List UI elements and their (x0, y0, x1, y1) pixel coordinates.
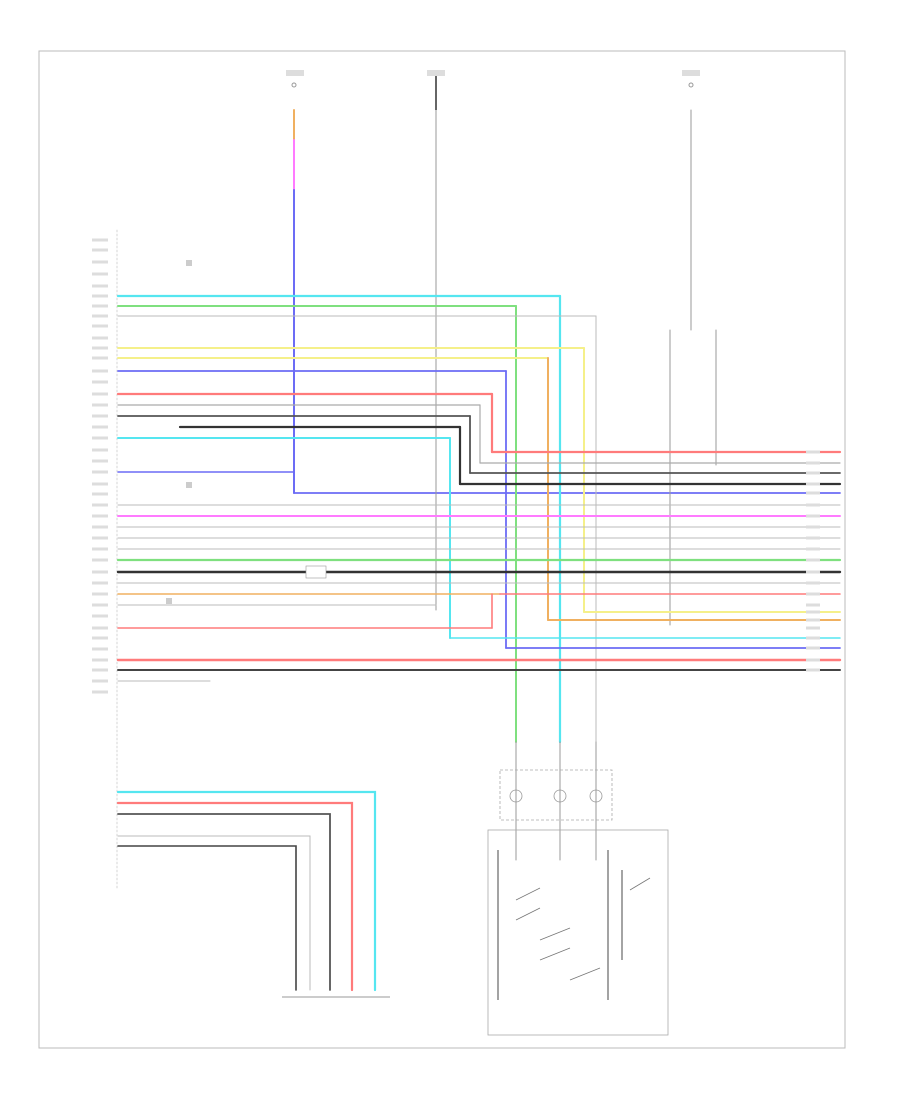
pin-stub (92, 592, 108, 596)
pin-stub (92, 647, 108, 651)
pin-stub (92, 336, 108, 340)
pin-stub (92, 448, 108, 452)
fuse-right-block (682, 70, 700, 76)
pin-stub (806, 525, 820, 529)
spiral-terminal-2 (553, 789, 567, 803)
pin-stub (806, 581, 820, 585)
pin-stub (92, 514, 108, 518)
pin-stub (806, 491, 820, 495)
right-stub-group (806, 450, 820, 672)
pin-stub (92, 304, 108, 308)
pin-stub (92, 547, 108, 551)
pin-stub (806, 636, 820, 640)
fuse-left-terminal (291, 82, 297, 88)
pin-stub (806, 450, 820, 454)
junction-block (305, 565, 327, 579)
pin-stub (92, 403, 108, 407)
wire-dark-mic (117, 813, 331, 991)
spiral-terminal-1 (509, 789, 523, 803)
fuse-right-terminal (688, 82, 694, 88)
pin-stub (806, 570, 820, 574)
pin-stub (806, 610, 820, 614)
ground-mid-block (427, 70, 445, 76)
pin-stub-group (92, 238, 108, 694)
pin-stub (92, 536, 108, 540)
pin-stub (92, 238, 108, 242)
pin-stub (92, 248, 108, 252)
pin-stub (92, 414, 108, 418)
pin-stub (92, 525, 108, 529)
wire-group (116, 109, 842, 992)
pin-stub (92, 380, 108, 384)
spiral-cable-box (499, 769, 613, 821)
switch-contact-5 (569, 967, 601, 981)
pin-stub (806, 461, 820, 465)
pin-stub (92, 324, 108, 328)
system-box-low (166, 598, 172, 604)
pin-stub (806, 618, 820, 622)
switch-contact-6 (629, 877, 651, 891)
system-box-mid (186, 482, 192, 488)
pin-stub (92, 558, 108, 562)
pin-stub (92, 679, 108, 683)
pin-stub (92, 470, 108, 474)
pin-stub (92, 503, 108, 507)
pin-stub (92, 425, 108, 429)
pin-stub (92, 392, 108, 396)
pin-stub (92, 492, 108, 496)
pin-stub (92, 626, 108, 630)
pin-stub (806, 646, 820, 650)
pin-stub (92, 369, 108, 373)
diagram-frame (38, 50, 846, 1049)
wire-cyan-mic (116, 790, 377, 992)
pin-stub (92, 272, 108, 276)
pin-stub (806, 658, 820, 662)
pin-stub (92, 314, 108, 318)
pin-stub (92, 570, 108, 574)
pin-stub (92, 603, 108, 607)
pin-stub (92, 260, 108, 264)
wire-dark-mic-2 (117, 845, 297, 991)
wire-gray-mic (117, 835, 311, 991)
pin-stub (806, 503, 820, 507)
pin-stub (806, 603, 820, 607)
pin-stub (92, 346, 108, 350)
pin-stub (806, 626, 820, 630)
pin-stub (806, 668, 820, 672)
switch-contact-4 (539, 947, 571, 961)
pin-stub (92, 581, 108, 585)
wire-red-mic (116, 801, 354, 992)
pin-stub (92, 294, 108, 298)
pin-stub (92, 356, 108, 360)
steering-switch-box (487, 829, 669, 1036)
pin-stub (806, 558, 820, 562)
switch-contact-2 (515, 907, 541, 921)
pin-stub (806, 482, 820, 486)
pin-stub (806, 592, 820, 596)
pin-stub (92, 482, 108, 486)
switch-contact-1 (515, 887, 541, 901)
spiral-terminal-3 (589, 789, 603, 803)
pin-stub (92, 636, 108, 640)
fuse-left-block (286, 70, 304, 76)
pin-stub (806, 514, 820, 518)
pin-stub (92, 284, 108, 288)
component-group (166, 70, 700, 1036)
pin-stub (806, 547, 820, 551)
pin-stub (92, 690, 108, 694)
pin-stub (92, 459, 108, 463)
system-box-top (186, 260, 192, 266)
pin-stub (92, 658, 108, 662)
pin-stub (806, 536, 820, 540)
pin-stub (92, 668, 108, 672)
pin-stub (92, 614, 108, 618)
switch-contact-3 (539, 927, 571, 941)
pin-stub (806, 471, 820, 475)
pin-stub (92, 436, 108, 440)
